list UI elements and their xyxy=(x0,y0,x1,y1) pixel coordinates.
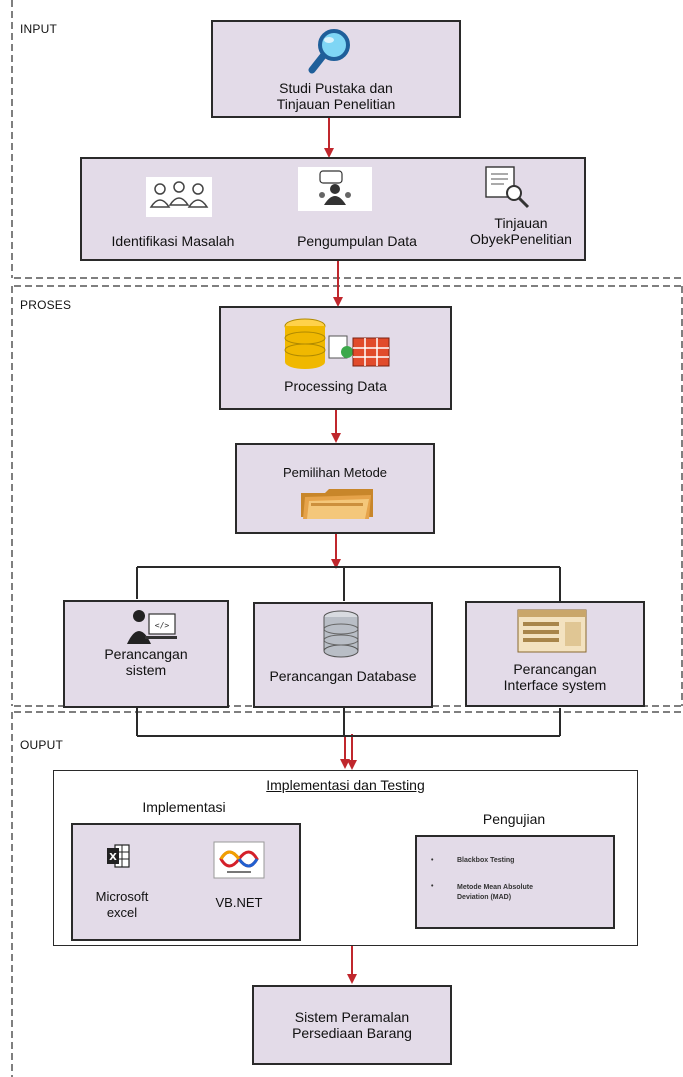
pengumpulan-label: Pengumpulan Data xyxy=(297,233,417,249)
blackbox-item: Blackbox Testing xyxy=(457,857,515,864)
output-label: Sistem Peramalan Persediaan Barang xyxy=(292,1009,412,1041)
section-label-process: PROSES xyxy=(20,298,72,312)
window-interface-icon xyxy=(517,609,587,653)
document-search-icon xyxy=(485,166,530,209)
excel-label: Microsoft excel xyxy=(95,889,149,920)
vbnet-icon xyxy=(213,841,265,879)
branch-lines xyxy=(136,566,561,737)
implementasi-box: X Microsoft excel VB.NET xyxy=(71,823,301,941)
people-group-icon xyxy=(146,177,212,217)
meeting-icon xyxy=(298,167,372,211)
section-label-input: INPUT xyxy=(20,22,57,36)
vbnet-label: VB.NET xyxy=(215,895,263,910)
node-studi-pustaka: Studi Pustaka dan Tinjauan Penelitian xyxy=(211,20,461,118)
database-icon xyxy=(284,318,390,369)
pengujian-heading: Pengujian xyxy=(482,811,546,827)
node-input-group: Identifikasi Masalah Pengumpulan Data Ti… xyxy=(80,157,586,261)
perancangan-database-label: Perancangan Database xyxy=(269,668,417,684)
node-output: Sistem Peramalan Persediaan Barang xyxy=(252,985,452,1065)
magnifier-icon xyxy=(308,29,350,74)
node-pemilihan-metode: Pemilihan Metode xyxy=(235,443,435,534)
node-perancangan-sistem: </> Perancangan sistem xyxy=(63,600,229,708)
svg-text:X: X xyxy=(109,852,117,863)
database-cylinder-icon xyxy=(323,610,359,658)
implementasi-testing-title: Implementasi dan Testing xyxy=(266,777,425,793)
pengujian-box: • Blackbox Testing • Metode Mean Absolut… xyxy=(415,835,615,929)
node-perancangan-database: Perancangan Database xyxy=(253,602,433,708)
pemilihan-label: Pemilihan Metode xyxy=(282,465,388,480)
excel-icon: X xyxy=(107,844,130,868)
flow-arrows xyxy=(324,118,357,770)
implementasi-heading: Implementasi xyxy=(142,799,226,815)
bullet-icon: • xyxy=(431,883,434,890)
studi-label: Studi Pustaka dan Tinjauan Penelitian xyxy=(276,80,396,112)
perancangan-sistem-label: Perancangan sistem xyxy=(104,646,188,678)
developer-icon: </> xyxy=(127,610,177,644)
folders-icon xyxy=(301,489,373,519)
mad-item: Metode Mean Absolute Deviation (MAD) xyxy=(457,884,533,901)
node-perancangan-interface: Perancangan Interface system xyxy=(465,601,645,707)
identifikasi-label: Identifikasi Masalah xyxy=(111,233,235,249)
processing-label: Processing Data xyxy=(284,378,387,394)
node-implementasi-testing: Implementasi dan Testing Implementasi Pe… xyxy=(53,770,638,946)
perancangan-interface-label: Perancangan Interface system xyxy=(503,661,607,693)
bullet-icon: • xyxy=(431,857,434,864)
node-processing-data: Processing Data xyxy=(219,306,452,410)
svg-text:</>: </> xyxy=(155,621,170,630)
tinjauan-label: Tinjauan ObyekPenelitian xyxy=(470,215,572,247)
section-label-output: OUPUT xyxy=(20,738,63,752)
